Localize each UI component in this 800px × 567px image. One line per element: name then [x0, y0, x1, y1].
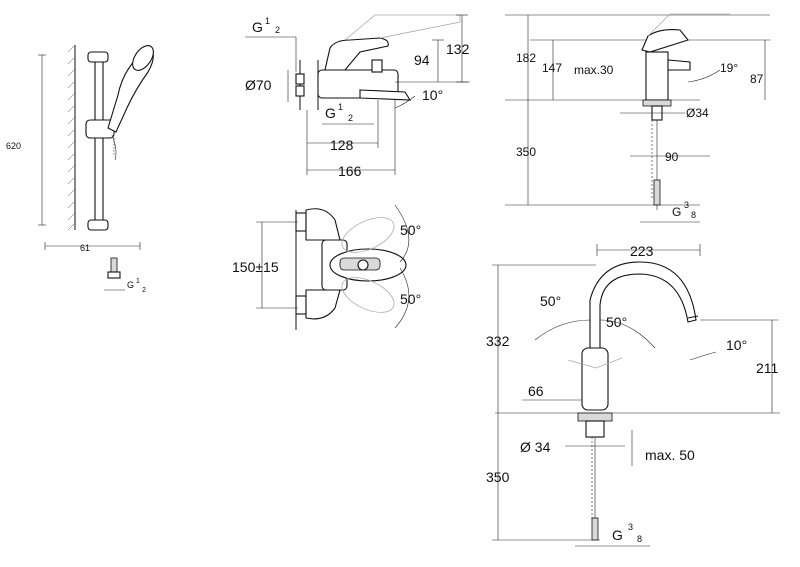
- sink-height-spout-label: 211: [756, 360, 779, 376]
- shower-set-drawing: 620 61 G 1 2: [6, 44, 154, 294]
- basin-reach-label: 90: [665, 150, 679, 164]
- sink-angle-right-label: 50°: [606, 314, 627, 330]
- basin-thread-num: 3: [684, 200, 689, 210]
- sink-angle-spout-label: 10°: [726, 337, 747, 353]
- bath-thread-den: 2: [275, 25, 280, 35]
- shower-thread-label: G: [127, 280, 134, 290]
- bath-thread2-den: 2: [348, 113, 353, 123]
- shower-height-label: 620: [6, 141, 21, 151]
- bath-thread-label: G: [252, 19, 263, 35]
- basin-max30-label: max.30: [574, 63, 614, 77]
- bath-mixer-front-drawing: 50° 50° 150±15: [232, 204, 421, 330]
- bath-spacing-label: 150±15: [232, 259, 279, 275]
- bath-angle-bottom-label: 50°: [400, 291, 421, 307]
- bath-mixer-side-drawing: G 1 2 132 94 Ø70 10° G 1 2: [245, 14, 470, 179]
- sink-thread-den: 8: [637, 534, 642, 544]
- sink-thread-num: 3: [628, 522, 633, 532]
- basin-h350-label: 350: [516, 145, 536, 159]
- bath-height-spout-label: 94: [414, 52, 430, 68]
- bath-depth2-label: 166: [338, 163, 362, 179]
- basin-h182-label: 182: [516, 51, 536, 65]
- shower-width-label: 61: [80, 243, 90, 253]
- shower-thread-den: 2: [142, 287, 146, 294]
- sink-angle-left-label: 50°: [540, 293, 561, 309]
- basin-h87-label: 87: [750, 72, 764, 86]
- sink-thread-label: G: [612, 527, 623, 543]
- sink-mixer-drawing: 223 50° 50° 10° 332 211 66 Ø 34: [486, 243, 780, 547]
- bath-height-total-label: 132: [446, 41, 470, 57]
- sink-dia-label: Ø 34: [520, 439, 551, 455]
- bath-depth1-label: 128: [330, 137, 354, 153]
- sink-h350-label: 350: [486, 469, 510, 485]
- basin-mixer-drawing: 182 147 max.30 350 87 19° Ø34 90 G 3 8: [505, 13, 770, 223]
- basin-thread-den: 8: [691, 210, 696, 220]
- sink-d66-label: 66: [528, 383, 544, 399]
- basin-dia-label: Ø34: [686, 106, 709, 120]
- basin-thread-label: G: [672, 205, 681, 219]
- sink-max50-label: max. 50: [645, 447, 695, 463]
- bath-rosette-label: Ø70: [245, 77, 272, 93]
- bath-thread2-label: G: [325, 105, 336, 121]
- shower-thread-num: 1: [136, 278, 140, 285]
- basin-angle-label: 19°: [720, 61, 738, 75]
- bath-angle-label: 10°: [422, 87, 443, 103]
- bath-angle-top-label: 50°: [400, 222, 421, 238]
- bath-thread-num: 1: [265, 16, 270, 26]
- basin-h147-label: 147: [542, 61, 562, 75]
- sink-height-label: 332: [486, 333, 510, 349]
- sink-reach-label: 223: [630, 243, 654, 259]
- bath-thread2-num: 1: [338, 102, 343, 112]
